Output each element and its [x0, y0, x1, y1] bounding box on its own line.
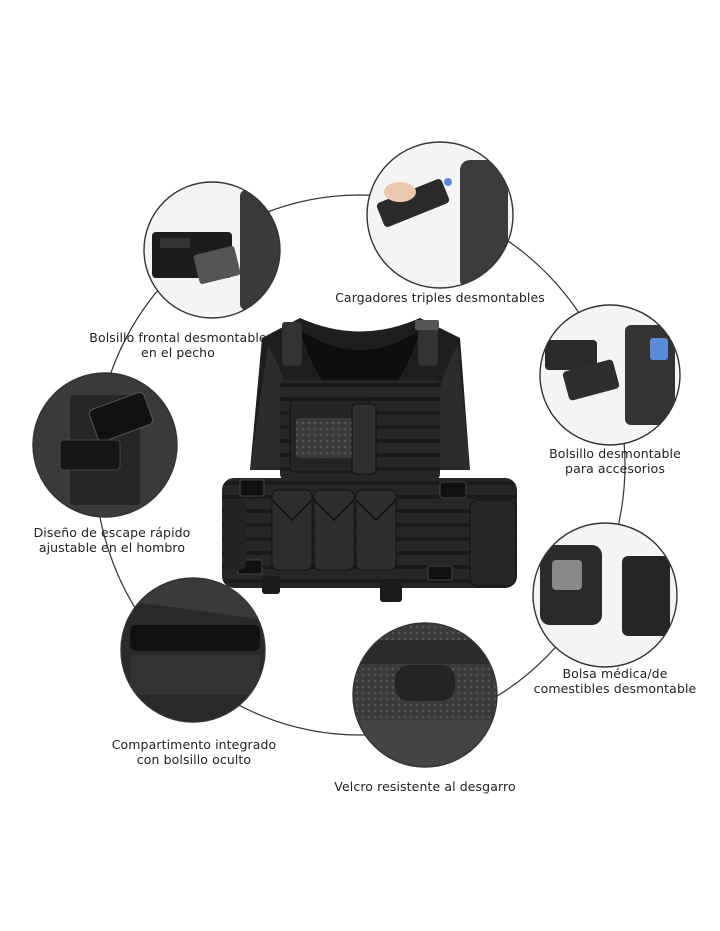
label-triple-magazines: Cargadores triples desmontables: [335, 290, 545, 305]
detail-medical-pouch: [532, 522, 678, 668]
label-velcro: Velcro resistente al desgarro: [334, 779, 516, 794]
detail-velcro: [352, 622, 498, 768]
detail-chest-pocket: [143, 181, 281, 319]
detail-triple-magazines: [366, 141, 514, 289]
detail-quick-release: [32, 372, 178, 518]
vest-magazine-pouches: [271, 489, 397, 571]
detail-hidden-compartment: [120, 577, 266, 723]
detail-accessory-pouch: [539, 304, 681, 446]
vest-main: [222, 318, 517, 602]
